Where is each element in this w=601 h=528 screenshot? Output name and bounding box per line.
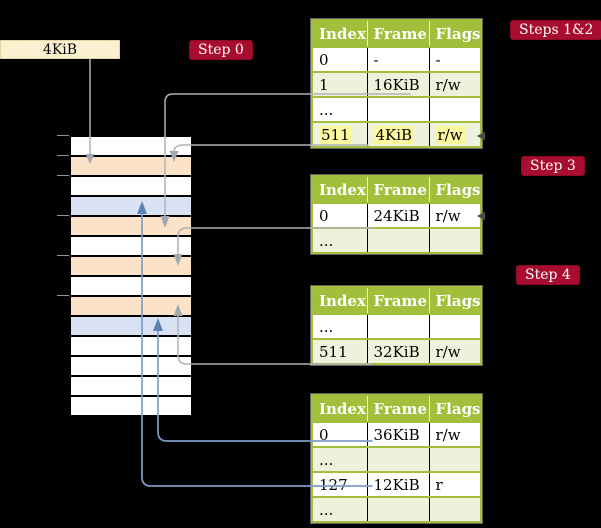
memory-frame-row	[71, 177, 191, 197]
cell-index: 1	[319, 75, 329, 94]
column-header-flags: Flags	[428, 20, 481, 47]
page-size-label-box: 4KiB	[0, 40, 120, 59]
badge-steps-1-2: Steps 1&2	[510, 20, 601, 40]
cell-frame: -	[373, 50, 379, 69]
table-row: 511 32KiB r/w	[312, 338, 481, 364]
memory-frame-row	[71, 397, 191, 417]
column-header-index: Index	[312, 176, 367, 203]
page-table-step-3: Index Frame Flags 0 24KiB r/w ...	[310, 174, 483, 255]
page-table-step-4: Index Frame Flags ... 511 32KiB r/w	[310, 285, 483, 366]
cell-index: 127	[319, 475, 348, 494]
memory-frame-row	[71, 337, 191, 357]
table-header-row: Index Frame Flags	[312, 287, 481, 314]
memory-frame-row	[71, 357, 191, 377]
table-row: ...	[312, 313, 481, 339]
column-header-flags: Flags	[428, 395, 481, 422]
cell-index: 0	[319, 206, 329, 225]
badge-step-4: Step 4	[516, 265, 580, 285]
memory-tick	[57, 255, 69, 256]
cell-index: 0	[319, 425, 329, 444]
cell-frame: 4KiB	[373, 125, 415, 144]
memory-frame-row	[71, 217, 191, 237]
physical-memory-column	[71, 135, 191, 417]
memory-frame-row	[71, 277, 191, 297]
memory-frame-row	[71, 135, 191, 157]
memory-frame-row	[71, 297, 191, 317]
cell-index: 511	[319, 125, 352, 144]
cell-index: ...	[319, 231, 334, 250]
table-row: ...	[312, 227, 481, 253]
table-row: ...	[312, 496, 481, 522]
memory-tick	[57, 215, 69, 216]
cell-index: 511	[319, 342, 348, 361]
table-row: 0 - -	[312, 46, 481, 72]
memory-tick	[57, 175, 69, 176]
memory-tick	[57, 155, 69, 156]
memory-frame-row	[71, 157, 191, 177]
column-header-index: Index	[312, 395, 367, 422]
cell-flags: -	[435, 50, 441, 69]
cell-flags: r/w	[435, 425, 461, 444]
cell-frame: 36KiB	[373, 425, 420, 444]
cell-flags: r/w	[435, 125, 465, 144]
column-header-flags: Flags	[428, 176, 481, 203]
table-row: ...	[312, 446, 481, 472]
cell-index: ...	[319, 100, 334, 119]
table-header-row: Index Frame Flags	[312, 176, 481, 203]
cell-flags: r	[435, 475, 443, 494]
column-header-index: Index	[312, 287, 367, 314]
cell-flags: r/w	[435, 206, 461, 225]
cell-index: 0	[319, 50, 329, 69]
table-row: ...	[312, 96, 481, 122]
badge-step-3: Step 3	[521, 156, 585, 176]
column-header-index: Index	[312, 20, 367, 47]
page-table-steps-1-2: Index Frame Flags 0 - - 1 16KiB r/w ... …	[310, 18, 483, 149]
table-row: 1 16KiB r/w	[312, 71, 481, 97]
cell-frame: 24KiB	[373, 206, 420, 225]
table-header-row: Index Frame Flags	[312, 395, 481, 422]
cell-frame: 16KiB	[373, 75, 420, 94]
badge-step-0: Step 0	[189, 40, 253, 60]
memory-frame-row	[71, 257, 191, 277]
table-row: 0 24KiB r/w	[312, 202, 481, 228]
memory-frame-row	[71, 377, 191, 397]
column-header-frame: Frame	[366, 287, 429, 314]
cell-index: ...	[319, 500, 334, 519]
column-header-flags: Flags	[428, 287, 481, 314]
page-table-final: Index Frame Flags 0 36KiB r/w ... 127 12…	[310, 393, 483, 524]
memory-tick	[57, 295, 69, 296]
column-header-frame: Frame	[366, 176, 429, 203]
page-size-label: 4KiB	[42, 41, 78, 58]
column-header-frame: Frame	[366, 395, 429, 422]
table-row: 127 12KiB r	[312, 471, 481, 497]
memory-frame-row	[71, 237, 191, 257]
cell-frame: 12KiB	[373, 475, 420, 494]
cell-flags: r/w	[435, 75, 461, 94]
table-header-row: Index Frame Flags	[312, 20, 481, 47]
table-row-highlighted: 511 4KiB r/w	[312, 121, 481, 147]
memory-tick	[57, 135, 69, 136]
memory-frame-row	[71, 317, 191, 337]
table-row: 0 36KiB r/w	[312, 421, 481, 447]
cell-flags: r/w	[435, 342, 461, 361]
memory-frame-row	[71, 197, 191, 217]
cell-index: ...	[319, 450, 334, 469]
column-header-frame: Frame	[366, 20, 429, 47]
cell-index: ...	[319, 317, 334, 336]
cell-frame: 32KiB	[373, 342, 420, 361]
